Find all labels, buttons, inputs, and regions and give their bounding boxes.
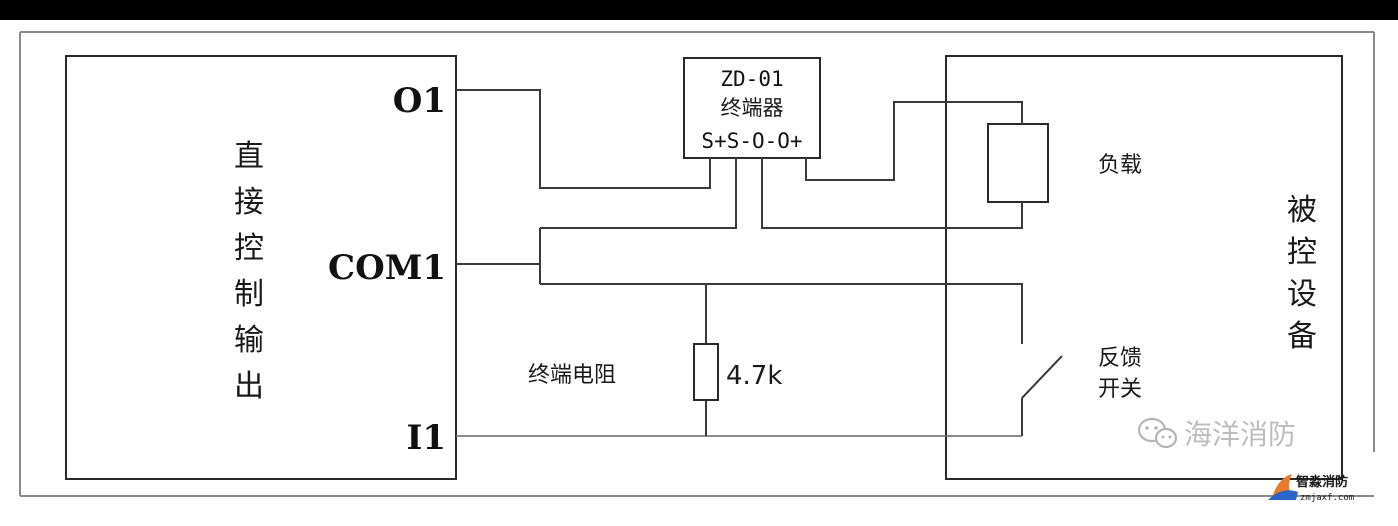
right-title-char: 被 (1287, 193, 1317, 228)
right-title-char: 控 (1287, 235, 1317, 270)
terminal-device-box (683, 57, 821, 159)
left-title-char: 控 (234, 231, 264, 266)
watermark-main-text: 海洋消防 (1184, 418, 1296, 451)
port-i1-label: I1 (406, 418, 446, 458)
controlled-equipment-box (945, 55, 1343, 480)
wechat-icon (1137, 417, 1178, 449)
left-title-char: 出 (234, 369, 264, 404)
load-box (987, 123, 1049, 203)
left-title-char: 制 (234, 277, 264, 312)
wire-terminal-to-load-bottom (761, 158, 1023, 229)
left-title-char: 直 (234, 139, 264, 174)
feedback-switch-label-line2: 开关 (1098, 377, 1142, 402)
terminal-resistor-label: 终端电阻 (528, 363, 616, 388)
feedback-switch-contact (1021, 355, 1063, 399)
wire-terminal-to-load-top (805, 101, 1023, 181)
watermark-corner-url: zmjaxf.com (1300, 493, 1354, 503)
terminal-device-name: 终端器 (721, 96, 784, 120)
port-o1-label: O1 (393, 81, 446, 121)
wire-o1-to-terminal (456, 89, 711, 189)
direct-control-output-box (65, 55, 457, 480)
wire-com-to-feedback-switch (540, 283, 1023, 344)
watermark-corner-text: 智淼消防 (1296, 474, 1348, 490)
watermark-corner: 智淼消防 zmjaxf.com (1268, 474, 1354, 503)
watermark-main: 海洋消防 (1137, 417, 1296, 451)
wire-com-to-terminal (540, 158, 737, 229)
feedback-switch-label-line1: 反馈 (1098, 346, 1142, 371)
left-title-char: 接 (234, 185, 264, 220)
right-title-char: 设 (1287, 277, 1317, 312)
right-title-char: 备 (1287, 319, 1317, 354)
terminal-resistor-value: 4.7k (726, 361, 782, 391)
terminal-resistor (693, 343, 719, 401)
load-label: 负载 (1098, 153, 1142, 178)
direct-control-output-title: 直 接 控 制 输 出 (234, 139, 264, 404)
left-title-char: 输 (234, 323, 264, 358)
flame-logo-icon (1268, 474, 1298, 500)
terminal-device-model: ZD-01 (720, 67, 783, 91)
controlled-equipment-title: 被 控 设 备 (1287, 193, 1317, 354)
port-com1-label: COM1 (328, 248, 446, 288)
top-black-bar (0, 0, 1398, 20)
terminal-device-pins: S+S-O-O+ (701, 129, 802, 153)
